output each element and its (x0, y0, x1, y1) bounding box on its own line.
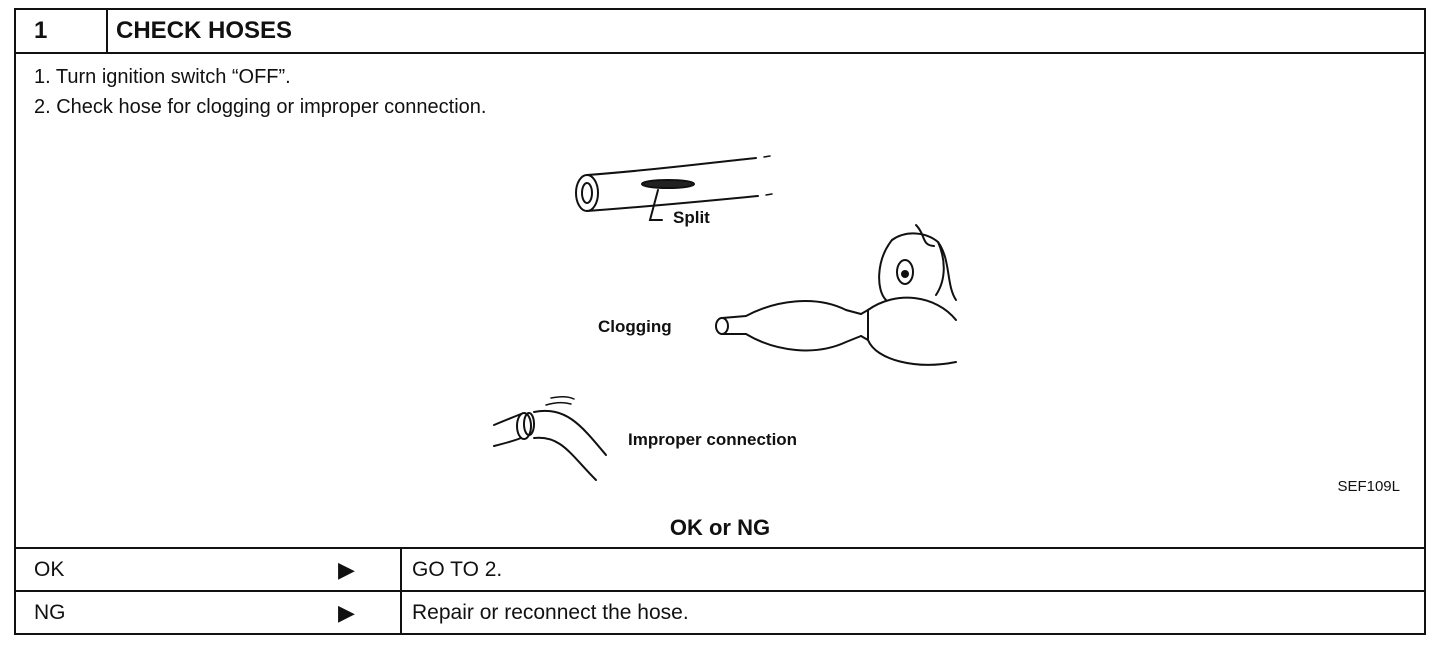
instruction-item: 2. Check hose for clogging or improper c… (34, 96, 487, 118)
step-number: 1 (16, 10, 108, 52)
arrow-right-icon: ▶ (338, 557, 355, 582)
result-action: Repair or reconnect the hose. (412, 601, 689, 624)
column-divider (400, 549, 402, 590)
split-hose-drawing (575, 155, 773, 221)
result-label: OK (34, 558, 65, 581)
instruction-list: 1. Turn ignition switch “OFF”. 2. Check … (34, 62, 486, 122)
improper-connection-drawing (493, 395, 607, 481)
result-row-ok: OK ▶ GO TO 2. (16, 549, 1424, 592)
figure-code: SEF109L (1337, 478, 1400, 495)
step-title: CHECK HOSES (116, 17, 293, 44)
clogging-drawing (715, 224, 957, 366)
step-header: 1 CHECK HOSES (16, 10, 1424, 54)
instruction-item: 1. Turn ignition switch “OFF”. (34, 66, 291, 88)
result-row-ng: NG ▶ Repair or reconnect the hose. (16, 592, 1424, 633)
column-divider (400, 592, 402, 633)
improper-connection-label: Improper connection (628, 430, 798, 449)
clogging-label: Clogging (598, 317, 672, 336)
result-action: GO TO 2. (412, 558, 503, 581)
result-prompt: OK or NG (16, 508, 1424, 549)
hose-illustration (493, 155, 957, 481)
split-label: Split (673, 208, 710, 227)
arrow-right-icon: ▶ (338, 600, 355, 625)
procedure-table: 1 CHECK HOSES 1. Turn ignition switch “O… (14, 8, 1426, 635)
result-label: NG (34, 601, 66, 624)
